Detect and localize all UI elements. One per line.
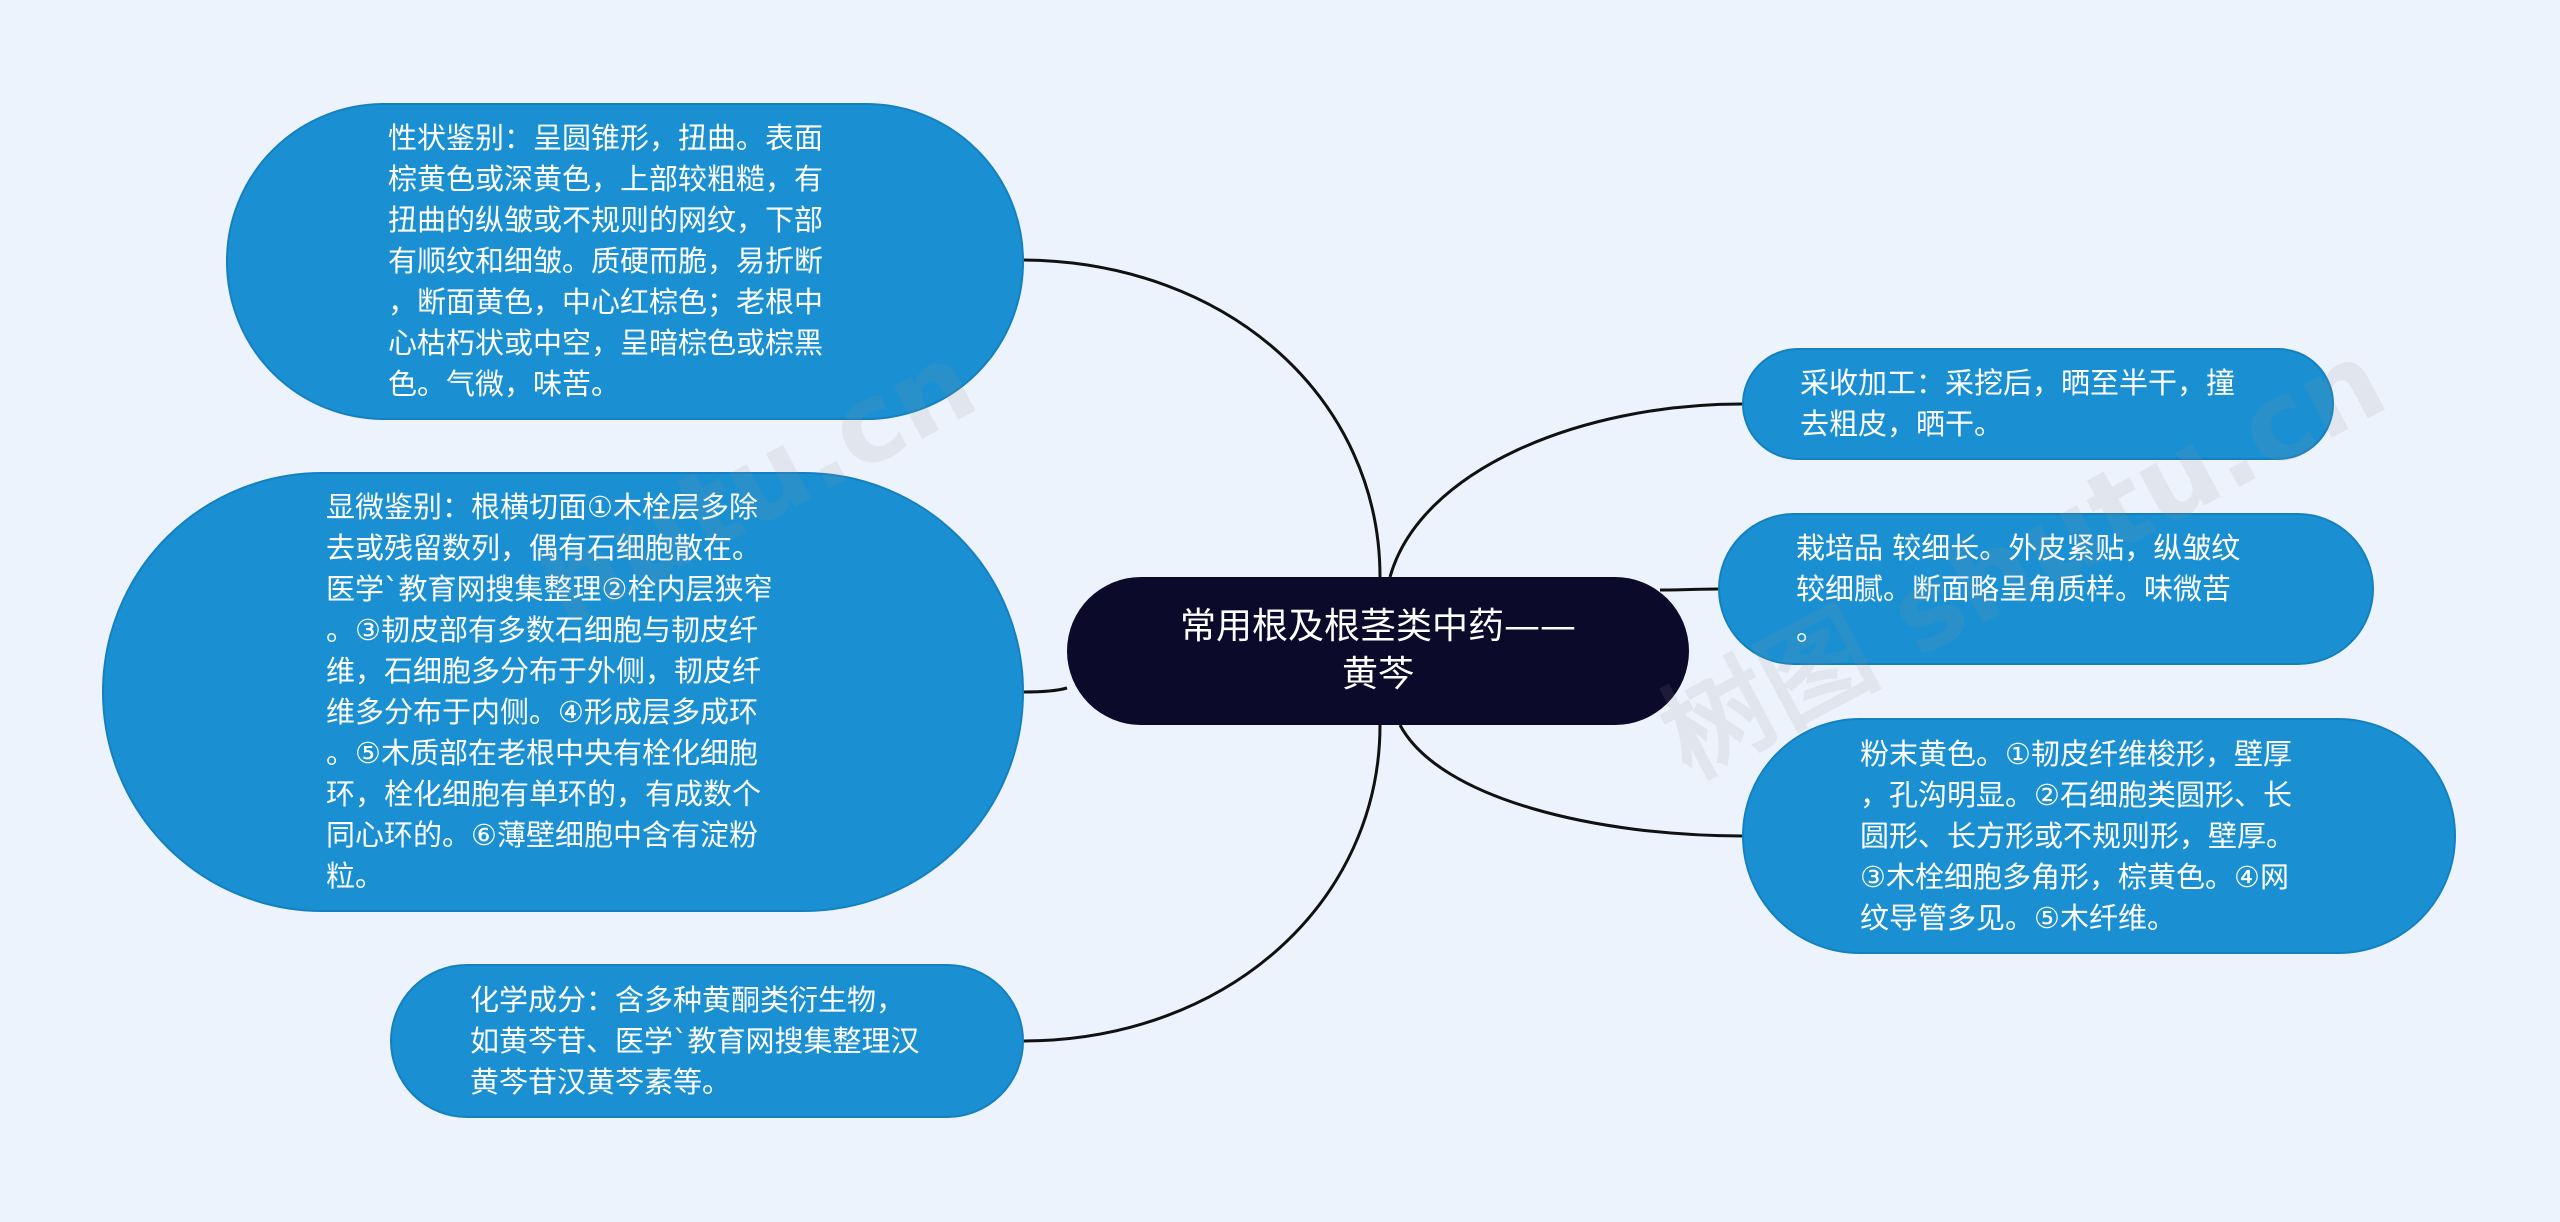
topic-label: 性状鉴别：呈圆锥形，扭曲。表面 棕黄色或深黄色，上部较粗糙，有 扭曲的纵皱或不规… <box>388 121 824 401</box>
topic-label: 采收加工：采挖后，晒至半干，撞 去粗皮，晒干。 <box>1800 366 2236 441</box>
connector-n2 <box>1023 686 1068 694</box>
topic-label: 栽培品 较细长。外皮紧贴，纵皱纹 较细腻。断面略呈角质样。味微苦 。 <box>1796 530 2241 647</box>
central-topic[interactable]: 常用根及根茎类中药—— 黄芩 <box>1067 577 1689 725</box>
central-topic-label: 常用根及根茎类中药—— 黄芩 <box>1179 606 1576 695</box>
topic-label: 粉末黄色。①韧皮纤维梭形，壁厚 ，孔沟明显。②石细胞类圆形、长 圆形、长方形或不… <box>1860 736 2296 935</box>
connector-n3 <box>1023 724 1382 1043</box>
topic-harvest-processing[interactable]: 采收加工：采挖后，晒至半干，撞 去粗皮，晒干。 <box>1742 348 2334 460</box>
topic-powder-features[interactable]: 粉末黄色。①韧皮纤维梭形，壁厚 ，孔沟明显。②石细胞类圆形、长 圆形、长方形或不… <box>1742 718 2456 954</box>
connector-n6 <box>1398 724 1743 838</box>
connector-n4 <box>1388 402 1743 578</box>
topic-microscopic-identification[interactable]: 显微鉴别：根横切面①木栓层多除 去或残留数列，偶有石细胞散在。 医学`教育网搜集… <box>102 472 1024 912</box>
connector-n5 <box>1659 587 1719 592</box>
topic-cultivated-product[interactable]: 栽培品 较细长。外皮紧贴，纵皱纹 较细腻。断面略呈角质样。味微苦 。 <box>1718 513 2374 665</box>
topic-label: 显微鉴别：根横切面①木栓层多除 去或残留数列，偶有石细胞散在。 医学`教育网搜集… <box>326 490 773 893</box>
connector-n1 <box>1023 258 1382 578</box>
topic-label: 化学成分：含多种黄酮类衍生物， 如黄芩苷、医学`教育网搜集整理汉 黄芩苷汉黄芩素… <box>470 982 920 1099</box>
topic-appearance-identification[interactable]: 性状鉴别：呈圆锥形，扭曲。表面 棕黄色或深黄色，上部较粗糙，有 扭曲的纵皱或不规… <box>226 103 1024 420</box>
topic-chemical-composition[interactable]: 化学成分：含多种黄酮类衍生物， 如黄芩苷、医学`教育网搜集整理汉 黄芩苷汉黄芩素… <box>390 964 1024 1118</box>
